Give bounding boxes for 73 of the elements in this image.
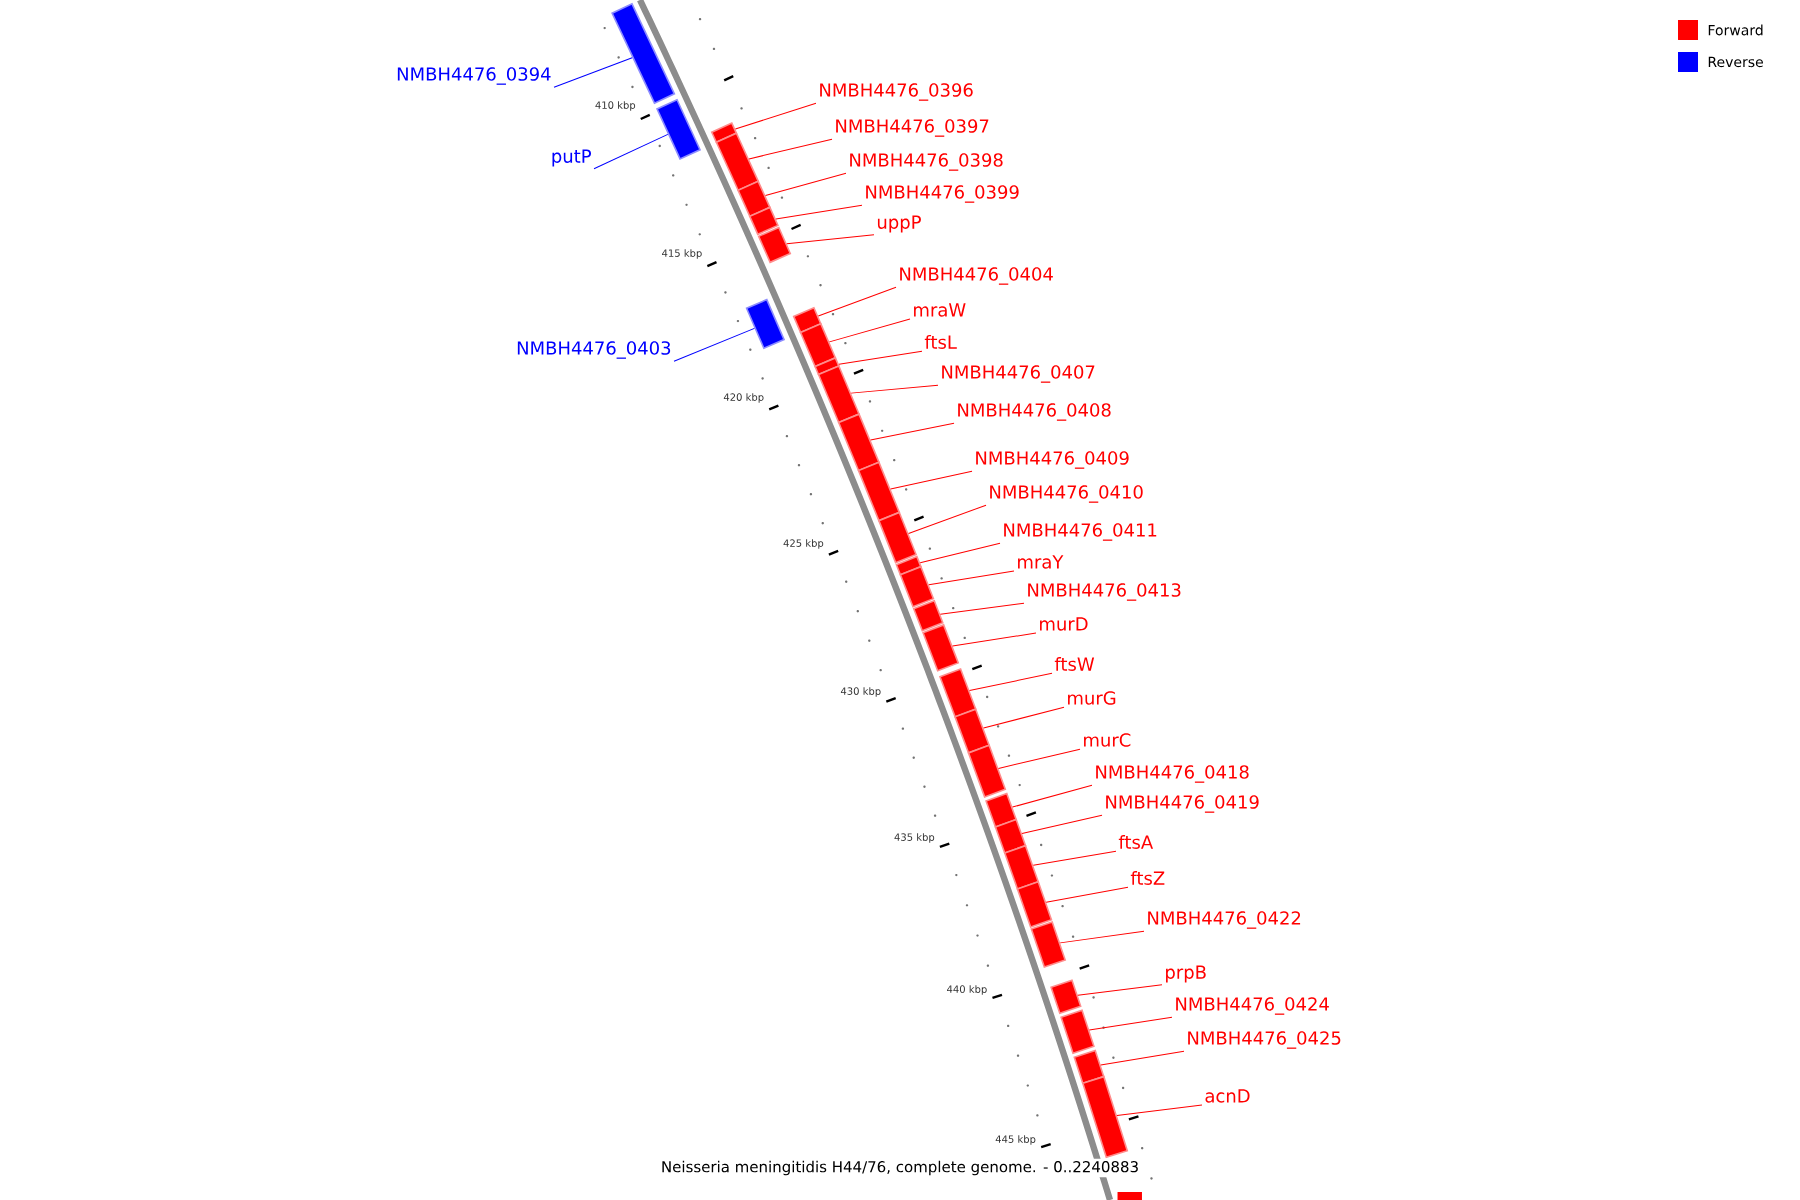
gene-label: NMBH4476_0404 (900, 267, 1053, 285)
gene-label: NMBH4476_0425 (1188, 1031, 1341, 1049)
gene-label: NMBH4476_0408 (958, 403, 1111, 421)
gene-label: NMBH4476_0399 (866, 185, 1019, 203)
leader-line (928, 570, 1015, 586)
leader-line (1059, 930, 1145, 944)
leader-line (828, 318, 911, 343)
gene-block (994, 818, 1027, 854)
gene-label: acnD (1205, 1089, 1250, 1103)
gene-block (857, 461, 901, 522)
gene-label: NMBH4476_0424 (1176, 997, 1329, 1015)
leader-line (1032, 850, 1117, 866)
gene-label: mraY (1018, 555, 1064, 569)
gene-label: murG (1068, 691, 1116, 705)
leader-line (1021, 814, 1103, 835)
gene-block (737, 180, 771, 218)
leader-line (997, 748, 1081, 769)
leader-line (890, 470, 973, 490)
gene-block (792, 306, 822, 334)
gene-label: NMBH4476_0409 (976, 451, 1129, 469)
leader-line (969, 672, 1053, 691)
gene-label: NMBH4476_0398 (850, 153, 1003, 171)
gene-label: murD (1040, 617, 1088, 631)
leader-line (1012, 784, 1093, 808)
leader-line (870, 422, 955, 441)
gene-label: murC (1084, 733, 1131, 747)
gene-block (748, 206, 779, 236)
leader-line (593, 133, 669, 170)
gene-label: NMBH4476_0397 (836, 119, 989, 137)
leader-line (919, 542, 1001, 564)
gene-label: ftsZ (1130, 871, 1165, 885)
leader-line (786, 234, 875, 245)
gene-block (1073, 1049, 1105, 1085)
leader-line (748, 138, 833, 160)
gene-label: NMBH4476_0411 (1004, 523, 1157, 541)
leader-line (838, 350, 923, 365)
leader-line (734, 102, 817, 130)
leader-line (1116, 1104, 1203, 1116)
gene-block (967, 744, 1007, 798)
gene-label: NMBH4476_0419 (1106, 795, 1259, 813)
leader-line (983, 706, 1065, 729)
leader-line (952, 632, 1037, 647)
gene-label: ftsW (1054, 657, 1095, 671)
leader-line (775, 204, 863, 220)
gene-label: mraW (914, 303, 966, 317)
leader-line (1045, 886, 1129, 903)
gene-label: NMBH4476_0413 (1028, 583, 1181, 601)
gene-label: NMBH4476_0422 (1148, 911, 1301, 929)
leader-line (1077, 984, 1163, 996)
gene-label: ftsL (924, 335, 957, 349)
gene-block (837, 413, 880, 472)
leader-line (765, 172, 847, 197)
gene-block (938, 668, 977, 718)
gene-label: putP (552, 149, 591, 167)
leader-line (1088, 1016, 1173, 1031)
leader-line (1100, 1050, 1185, 1066)
leader-line (939, 602, 1025, 615)
leader-line (673, 327, 755, 362)
gene-label: NMBH4476_0396 (820, 83, 973, 101)
gene-label: NMBH4476_0403 (517, 341, 671, 359)
gene-label: NMBH4476_0418 (1096, 765, 1249, 783)
gene-label: NMBH4476_0394 (397, 67, 551, 85)
leader-line (553, 57, 633, 88)
leader-line (817, 286, 897, 317)
gene-label: uppP (877, 215, 921, 233)
gene-label: ftsA (1118, 835, 1154, 849)
gene-block (912, 599, 944, 632)
gene-label: prpB (1166, 965, 1206, 983)
gene-label: NMBH4476_0407 (942, 365, 1095, 383)
gene-label: NMBH4476_0410 (990, 485, 1143, 503)
leader-line (908, 504, 987, 534)
gene-block (757, 226, 792, 264)
leader-line (850, 384, 939, 394)
